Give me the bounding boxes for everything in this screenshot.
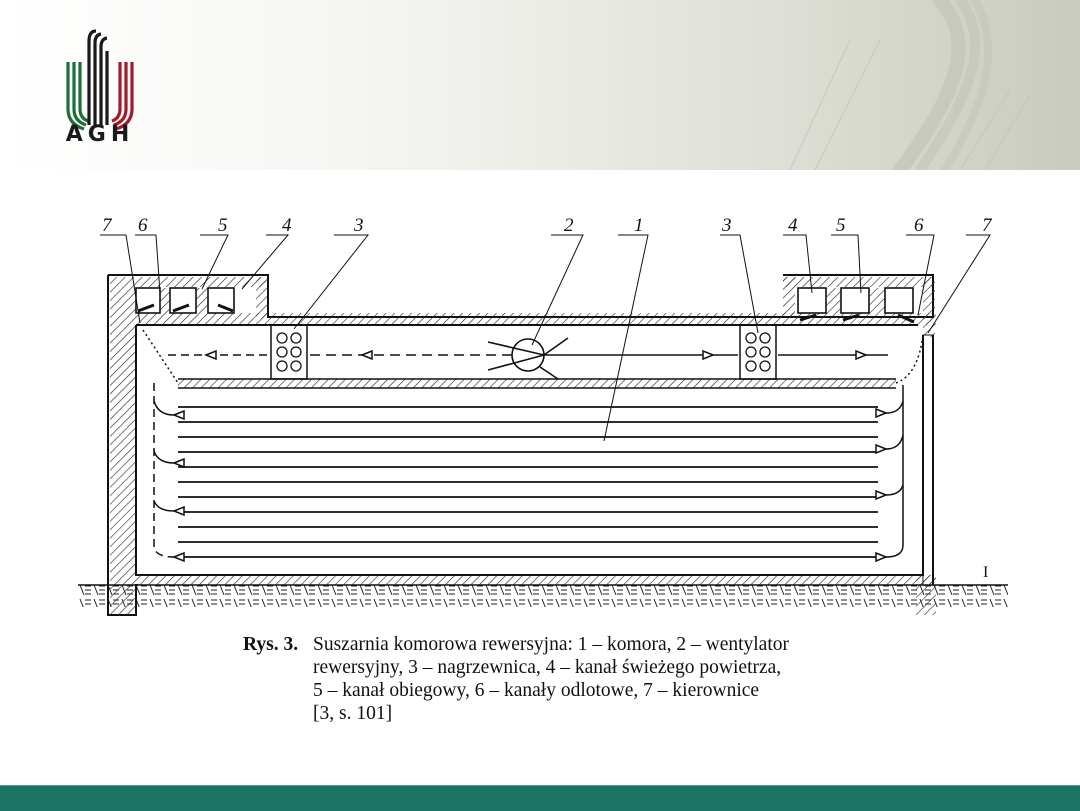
svg-text:1: 1 <box>634 215 644 236</box>
figure-number: Rys. 3. <box>243 634 299 655</box>
decorative-swoosh <box>789 0 1031 170</box>
ground <box>78 585 1008 607</box>
channel-slab <box>178 379 896 388</box>
svg-text:4: 4 <box>282 215 292 236</box>
svg-text:7: 7 <box>102 215 113 236</box>
svg-text:3: 3 <box>353 215 364 236</box>
dryer-diagram: 7 6 5 4 3 2 1 3 4 5 6 7 I <box>78 215 1008 616</box>
caption-line: Suszarnia komorowa rewersyjna: 1 – komor… <box>313 634 789 655</box>
svg-text:3: 3 <box>721 215 732 236</box>
svg-text:2: 2 <box>564 215 574 236</box>
slide-footer-bar <box>0 785 1080 811</box>
figure-caption: Rys. 3. Suszarnia komorowa rewersyjna: 1… <box>243 633 863 725</box>
svg-text:5: 5 <box>836 215 846 236</box>
svg-text:6: 6 <box>914 215 924 236</box>
floor-slab <box>136 575 936 585</box>
logo-text: AGH <box>65 122 135 147</box>
svg-text:6: 6 <box>138 215 148 236</box>
caption-reference: [3, s. 101] <box>313 703 393 724</box>
svg-text:I: I <box>983 564 988 581</box>
svg-text:4: 4 <box>788 215 798 236</box>
caption-line: rewersyjny, 3 – nagrzewnica, 4 – kanał ś… <box>313 657 782 678</box>
roof-slab <box>136 313 936 325</box>
heater-right <box>739 324 777 380</box>
slide-header: AGH <box>0 0 1080 170</box>
svg-text:7: 7 <box>982 215 993 236</box>
agh-logo-icon <box>66 29 134 131</box>
heater-left <box>270 324 308 380</box>
svg-text:5: 5 <box>218 215 228 236</box>
reversible-fan <box>487 337 569 380</box>
left-wall <box>110 277 136 615</box>
caption-line: 5 – kanał obiegowy, 6 – kanały odlotowe,… <box>313 680 760 701</box>
